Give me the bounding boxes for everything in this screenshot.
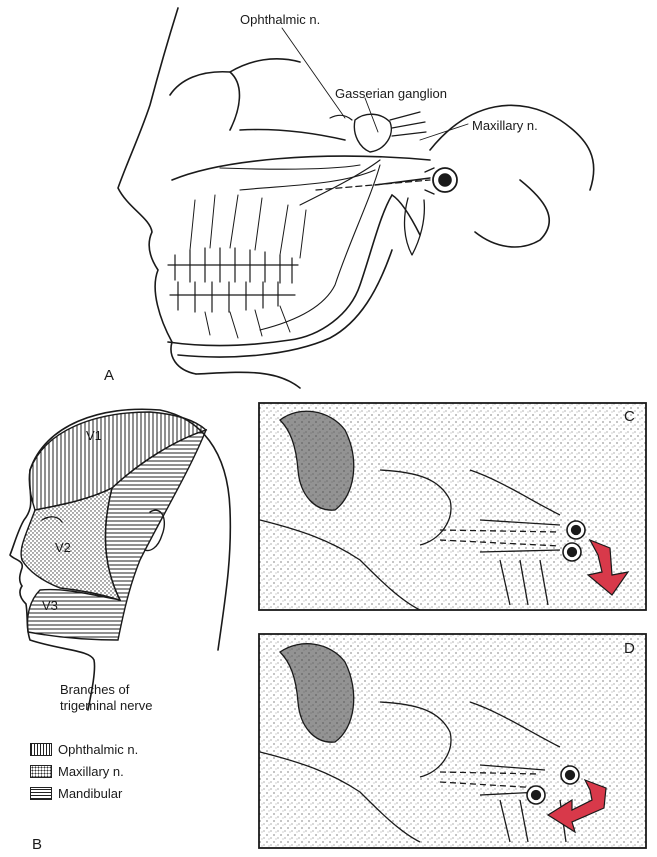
- legend-label: Maxillary n.: [58, 764, 124, 779]
- legend-item-ophthalmic: Ophthalmic n.: [30, 742, 138, 757]
- v2-region: [20, 486, 122, 602]
- branches-label-line2: trigeminal nerve: [60, 698, 153, 713]
- panel-b-letter: B: [32, 836, 43, 853]
- panel-b-head: [9, 408, 232, 711]
- branches-label-line1: Branches of: [60, 682, 130, 697]
- maxillary-label: Maxillary n.: [472, 118, 538, 133]
- legend-label: Ophthalmic n.: [58, 742, 139, 757]
- legend-item-maxillary: Maxillary n.: [30, 764, 124, 779]
- panel-a-skull: [117, 7, 595, 389]
- ophthalmic-label: Ophthalmic n.: [240, 12, 321, 27]
- vertical-lines-swatch: [30, 743, 52, 756]
- rotation-arrow-d: [546, 778, 607, 834]
- panel-c-xray: [258, 402, 647, 611]
- legend-label: Mandibular: [58, 786, 123, 801]
- panel-a-letter: A: [104, 367, 115, 384]
- v1-label: V1: [86, 428, 102, 443]
- panel-d-letter: D: [624, 640, 635, 657]
- horizontal-lines-swatch: [30, 787, 52, 800]
- v3-label: V3: [42, 598, 58, 613]
- legend-item-mandibular: Mandibular: [30, 786, 122, 801]
- panel-c-letter: C: [624, 408, 635, 425]
- panel-d-xray: [258, 633, 647, 849]
- rotation-arrow-c: [586, 538, 630, 596]
- gasserian-ganglion-label: Gasserian ganglion: [335, 86, 448, 101]
- v2-label: V2: [55, 540, 71, 555]
- dots-swatch: [30, 765, 52, 778]
